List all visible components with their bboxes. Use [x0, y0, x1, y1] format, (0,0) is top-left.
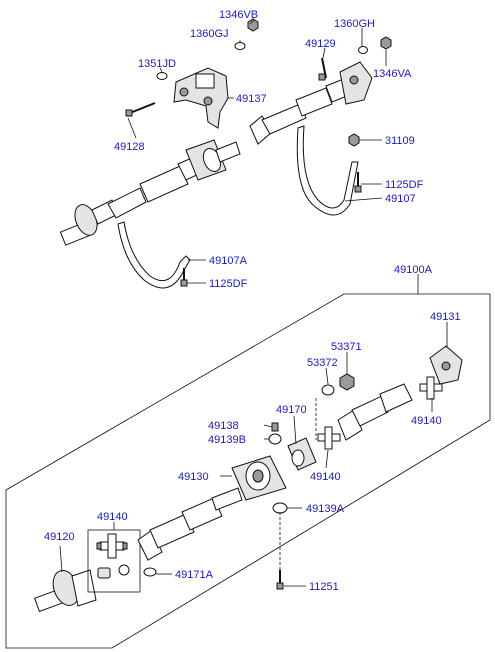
- lower-rear-shaft: [337, 383, 413, 441]
- label-49138: 49138: [208, 420, 239, 432]
- bearing-cup-49140: [118, 564, 130, 576]
- companion-flange-49131: [429, 345, 463, 385]
- label-49120: 49120: [44, 531, 75, 543]
- bolt-49128: [125, 102, 156, 117]
- label-49140-left: 49140: [97, 511, 128, 523]
- nut-53371: [339, 373, 355, 391]
- universal-joint-cross-49140-center: [317, 426, 341, 450]
- pin-49138: [271, 422, 279, 432]
- label-49139a: 49139A: [306, 503, 345, 515]
- label-49170: 49170: [276, 404, 307, 416]
- label-1125df-lower: 1125DF: [209, 278, 248, 290]
- label-11251: 11251: [309, 581, 339, 593]
- washer-1360gh: [358, 46, 368, 54]
- flange-yoke-49170: [287, 437, 317, 471]
- bolt-49129: [318, 57, 327, 81]
- label-49128: 49128: [114, 141, 145, 153]
- washer-1360gj: [234, 42, 246, 50]
- label-53371: 53371: [331, 341, 362, 353]
- label-49130: 49130: [178, 471, 209, 483]
- label-1360gh: 1360GH: [334, 18, 375, 30]
- label-49139b: 49139B: [208, 434, 246, 446]
- assembly-frame-49100a: [5, 293, 491, 649]
- washer-53372: [321, 384, 335, 396]
- lower-leader-lines: [59, 322, 448, 587]
- center-bearing-bracket-49137: [173, 67, 229, 129]
- label-49107: 49107: [385, 193, 416, 205]
- lower-front-shaft: [137, 487, 243, 561]
- slip-yoke-49120: [33, 569, 97, 613]
- upper-front-shaft: [59, 139, 241, 246]
- label-1346vb: 1346VB: [219, 9, 258, 21]
- bolt-1125df-upper: [354, 172, 362, 193]
- upper-rear-shaft: [249, 61, 373, 145]
- upper-leader-lines: [127, 19, 387, 284]
- washer-1351jd: [156, 72, 168, 80]
- label-1351jd: 1351JD: [138, 58, 176, 70]
- label-49100a: 49100A: [394, 264, 433, 276]
- bearing-cap-49140: [97, 567, 111, 579]
- label-31109: 31109: [385, 135, 415, 147]
- nut-31109: [348, 133, 360, 147]
- label-49140-center: 49140: [310, 471, 341, 483]
- universal-joint-cross-49140-left: [96, 533, 128, 559]
- label-49171a: 49171A: [175, 569, 214, 581]
- strap-49107a: [117, 221, 191, 289]
- label-49140-right: 49140: [411, 415, 442, 427]
- snap-ring-49171a: [143, 567, 157, 577]
- label-49129: 49129: [305, 38, 336, 50]
- nut-1346vb: [247, 18, 259, 32]
- nut-1346va: [380, 36, 392, 50]
- label-1360gj: 1360GJ: [190, 28, 229, 40]
- universal-joint-cross-49140-right: [419, 376, 443, 400]
- label-1346va: 1346VA: [373, 68, 412, 80]
- spacer-49139b: [268, 433, 282, 445]
- label-53372: 53372: [307, 357, 338, 369]
- label-49107a: 49107A: [209, 255, 248, 267]
- label-1125df-upper: 1125DF: [385, 179, 424, 191]
- bolt-11251: [276, 570, 284, 590]
- cushion-49139a: [272, 502, 288, 514]
- label-49131: 49131: [430, 311, 461, 323]
- label-49137: 49137: [236, 93, 267, 105]
- center-bearing-49130: [231, 455, 287, 501]
- strap-49107: [296, 125, 359, 216]
